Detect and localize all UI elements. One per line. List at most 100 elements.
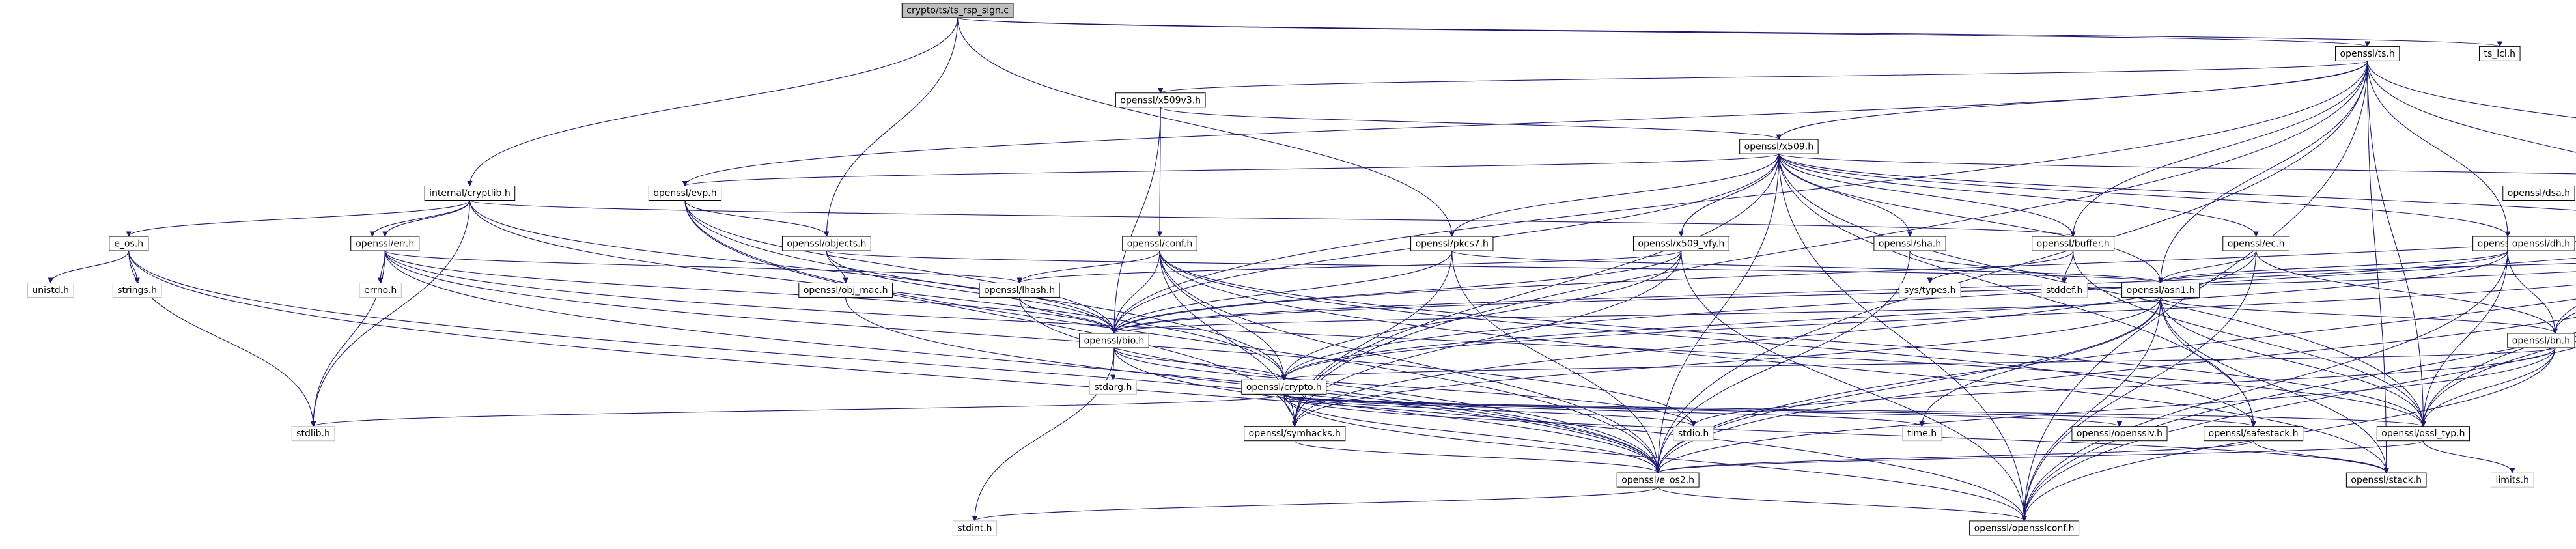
edge-evp-to-e_os2 — [684, 200, 1658, 473]
node-crypto[interactable]: openssl/crypto.h — [1241, 379, 1327, 395]
node-err[interactable]: openssl/err.h — [350, 236, 420, 251]
edge-x509-to-ec — [1778, 154, 2256, 236]
node-box-time — [1902, 426, 1942, 442]
edge-conf-to-lhash — [1020, 250, 1160, 283]
edge-cryptlib-to-stdlib — [313, 200, 470, 427]
edge-ts_h-to-asn1 — [2161, 61, 2368, 283]
edge-ts_h-to-evp — [685, 61, 2368, 186]
node-x509v3[interactable]: openssl/x509v3.h — [1115, 92, 1206, 108]
node-box-bio — [1079, 333, 1149, 348]
node-label-e_os: e_os.h — [114, 239, 143, 249]
node-label-strings: strings.h — [117, 285, 157, 296]
node-label-limits: limits.h — [2496, 475, 2529, 486]
node-box-sha — [1873, 236, 1946, 251]
node-ts_lcl[interactable]: ts_lcl.h — [2478, 46, 2521, 61]
edge-dsa-to-opensslconf — [2024, 335, 2576, 521]
edge-asn1-to-time — [1922, 297, 2161, 426]
node-box-symhacks — [1244, 426, 1346, 442]
node-safestack[interactable]: openssl/safestack.h — [2204, 426, 2304, 442]
node-x509[interactable]: openssl/x509.h — [1739, 139, 1819, 154]
node-box-e_os2 — [1616, 472, 1700, 488]
node-ec[interactable]: openssl/ec.h — [2222, 236, 2290, 251]
edge-objects-to-asn1 — [826, 250, 2161, 283]
edge-evp-to-symhacks — [684, 200, 1295, 427]
node-symhacks[interactable]: openssl/symhacks.h — [1244, 426, 1346, 442]
node-x509_vfy[interactable]: openssl/x509_vfy.h — [1633, 236, 1729, 251]
edge-cryptlib-to-string_h — [372, 200, 470, 237]
node-cryptlib[interactable]: internal/cryptlib.h — [424, 186, 516, 201]
node-opensslconf[interactable]: openssl/opensslconf.h — [1969, 520, 2080, 536]
node-ts_h[interactable]: openssl/ts.h — [2335, 46, 2400, 61]
node-label-errno: errno.h — [364, 285, 397, 296]
edge-cryptlib-to-bio — [469, 200, 1114, 333]
edge-e_os-to-stdlib — [128, 251, 313, 427]
edge-asn1-to-opensslconf — [2024, 297, 2161, 521]
edge-asn1-to-safestack — [2160, 297, 2254, 426]
node-box-conf — [1122, 236, 1197, 251]
node-label-err: openssl/err.h — [356, 239, 414, 249]
edge-crypto-to-stdlib — [313, 393, 1285, 427]
node-label-stddef: stddef.h — [2046, 285, 2082, 296]
edge-dsa-to-bio — [1114, 240, 2576, 333]
node-bio[interactable]: openssl/bio.h — [1079, 333, 1149, 348]
node-box-e_os — [109, 236, 149, 251]
node-box-err — [350, 236, 420, 251]
node-obj_mac[interactable]: openssl/obj_mac.h — [798, 282, 893, 298]
edge-asn1-to-stack — [2160, 297, 2387, 473]
edge-dh-to-crypto — [1284, 284, 2576, 380]
edge-e_os-to-unistd — [51, 250, 130, 283]
edge-x509-to-symhacks — [1295, 154, 1780, 427]
node-label-pkcs7: openssl/pkcs7.h — [1416, 239, 1489, 249]
node-box-ec — [2222, 236, 2290, 251]
node-evp[interactable]: openssl/evp.h — [648, 186, 722, 201]
node-opensslv[interactable]: openssl/opensslv.h — [2071, 426, 2168, 442]
edge-lhash-to-bio — [1019, 297, 1114, 334]
edge-x509-to-e_os2 — [1658, 154, 1780, 473]
edge-x509v3-to-x509 — [1160, 107, 1779, 140]
edge-asn1-to-bn — [2160, 296, 2555, 334]
node-box-stddef — [2041, 282, 2088, 298]
node-objects[interactable]: openssl/objects.h — [781, 236, 871, 251]
node-box-root — [901, 3, 1014, 18]
edge-x509-to-dsa — [1778, 153, 2576, 175]
node-dh[interactable]: openssl/dh.h — [2507, 236, 2575, 251]
node-e_os[interactable]: e_os.h — [109, 236, 149, 251]
edge-root-to-ts_lcl — [957, 17, 2500, 47]
node-box-cryptlib — [424, 186, 516, 201]
node-stack[interactable]: openssl/stack.h — [2345, 472, 2427, 488]
node-box-x509_vfy — [1633, 236, 1729, 251]
edge-crypto-to-safestack — [1283, 393, 2254, 427]
node-asn1[interactable]: openssl/asn1.h — [2121, 282, 2200, 298]
node-label-lhash: openssl/lhash.h — [984, 285, 1055, 296]
node-buffer[interactable]: openssl/buffer.h — [2032, 236, 2115, 251]
node-time: time.h — [1902, 426, 1942, 442]
edge-x509-to-buffer — [1778, 154, 2073, 236]
edge-pkcs7-to-asn1 — [1451, 250, 2161, 283]
node-dsa[interactable]: openssl/dsa.h — [2502, 186, 2575, 201]
edge-x509-to-rsa — [1778, 154, 2508, 236]
node-root[interactable]: crypto/ts/ts_rsp_sign.c — [901, 3, 1014, 18]
edge-ossl_typ-to-limits — [2422, 440, 2512, 473]
node-pkcs7[interactable]: openssl/pkcs7.h — [1410, 236, 1494, 251]
node-label-root: crypto/ts/ts_rsp_sign.c — [906, 5, 1009, 16]
edge-root-to-objects — [826, 17, 959, 236]
node-bn[interactable]: openssl/bn.h — [2507, 333, 2575, 348]
node-lhash[interactable]: openssl/lhash.h — [979, 282, 1060, 298]
node-ossl_typ[interactable]: openssl/ossl_typ.h — [2376, 426, 2470, 442]
edge-evp-to-bio — [684, 200, 1114, 333]
edge-crypto-to-stdio — [1283, 393, 1694, 427]
edge-rsa-to-crypto — [1284, 251, 2508, 380]
node-box-stack — [2345, 472, 2427, 488]
edge-ts_h-to-dh — [2367, 61, 2576, 153]
node-conf[interactable]: openssl/conf.h — [1122, 236, 1197, 251]
node-box-limits — [2491, 472, 2534, 488]
edge-bio-to-crypto — [1113, 347, 1284, 380]
node-stdint: stdint.h — [952, 520, 998, 536]
node-e_os2[interactable]: openssl/e_os2.h — [1616, 472, 1700, 488]
node-stdio: stdio.h — [1673, 426, 1714, 442]
node-label-obj_mac: openssl/obj_mac.h — [804, 285, 888, 296]
edge-buffer-to-stddef — [2064, 251, 2074, 283]
node-sha[interactable]: openssl/sha.h — [1873, 236, 1946, 251]
node-label-ec: openssl/ec.h — [2228, 239, 2285, 249]
node-label-bn: openssl/bn.h — [2512, 335, 2570, 346]
